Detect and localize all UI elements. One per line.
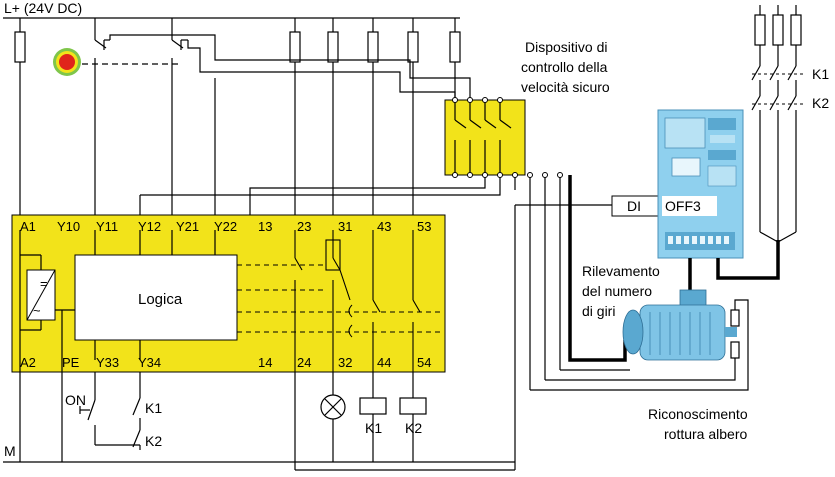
estop-contacts [94,18,501,215]
terminal-y21: Y21 [176,219,199,234]
terminal-y34: Y34 [138,355,161,370]
positive-rail-label: L+ (24V DC) [4,0,82,16]
speed-monitor-label-1: Dispositivo di [525,39,607,55]
speed-sensing-label-2: del numero [582,283,652,299]
terminal-54: 54 [417,355,431,370]
terminal-y33: Y33 [96,355,119,370]
speed-monitor-label-2: controllo della [521,59,608,75]
mains-fuses [754,14,802,46]
contactor-coils [359,397,427,415]
shaft-break-label-2: rottura albero [664,426,747,442]
terminal-53: 53 [417,219,431,234]
motor-icon [622,289,737,361]
terminal-13: 13 [258,219,272,234]
emergency-stop-icon [53,48,180,76]
safety-relay: = ~ [11,214,446,373]
start-button-label: ON [65,392,86,408]
terminal-32: 32 [338,355,352,370]
lower-wiring [19,204,612,471]
mains-contacts-links [752,73,806,105]
terminal-43: 43 [377,219,391,234]
speed-sensing-label-3: di giri [582,303,615,319]
terminal-y11: Y11 [96,219,118,234]
drive-off3-label: OFF3 [665,198,701,214]
terminal-31: 31 [338,219,352,234]
fuses [14,18,461,215]
frequency-converter-icon [657,109,744,259]
shaft-break-sensors [530,299,749,391]
contact-k2-label: K2 [145,433,162,449]
terminal-24: 24 [297,355,311,370]
terminal-44: 44 [377,355,391,370]
terminal-y10: Y10 [57,219,80,234]
terminal-pe: PE [62,355,80,370]
terminal-14: 14 [258,355,272,370]
terminal-23: 23 [297,219,311,234]
terminal-y22: Y22 [214,219,237,234]
converter-dc-symbol: = [40,276,48,291]
coil-k2-label: K2 [405,420,422,436]
converter-ac-symbol: ~ [33,303,41,318]
coil-k1-label: K1 [365,420,382,436]
mains-contacts-blades [751,65,797,111]
mains-contacts [757,66,799,110]
mains-k2-label: K2 [812,95,829,111]
speed-monitor-label-3: velocità sicuro [521,79,610,95]
negative-rail-label: M [4,443,16,459]
speed-sensing-label-1: Rilevamento [582,263,660,279]
drive-di-label: DI [627,198,641,214]
indicator-lamp-icon [320,394,346,420]
mains-k1-label: K1 [812,66,829,82]
terminal-a1: A1 [20,219,36,234]
terminal-y12: Y12 [138,219,161,234]
shaft-break-label-1: Riconoscimento [648,406,748,422]
terminal-a2: A2 [20,355,36,370]
drive-off3-box [662,196,717,216]
supply-rails [3,17,515,463]
logic-label: Logica [138,291,183,308]
contact-k1-label: K1 [145,400,162,416]
speed-monitor-box [444,97,563,390]
